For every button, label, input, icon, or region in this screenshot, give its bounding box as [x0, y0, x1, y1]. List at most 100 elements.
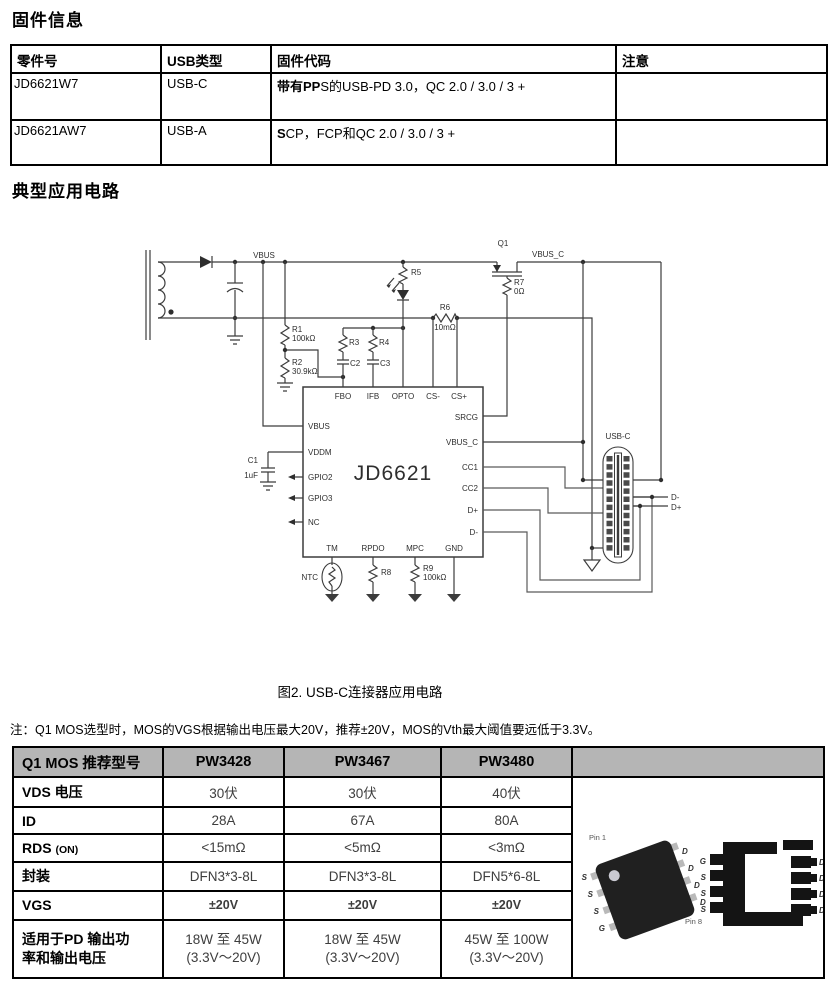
id-value: 67A: [283, 806, 442, 835]
q1-mosfet: Q1 R7 0Ω: [483, 239, 525, 417]
application-circuit-schematic: VBUS VBUS_C R6 10mΩ R1 100kΩ R2 30.9kΩ: [145, 239, 682, 602]
fp-pin-label: D: [819, 906, 824, 915]
pkg-pin-label: D: [694, 881, 700, 890]
note-cell: [615, 72, 828, 121]
r7-value: 0Ω: [514, 287, 524, 296]
mos-table-header-row: Q1 MOS 推荐型号 PW3428 PW3467 PW3480: [12, 746, 825, 778]
package-value: DFN3*3-8L: [162, 860, 285, 892]
pin-cs-minus: CS-: [426, 392, 440, 401]
pin-gpio2: GPIO2: [308, 473, 333, 482]
fp-pin-label: D: [819, 858, 824, 867]
firmware-code: 带有PPS的USB-PD 3.0，QC 2.0 / 3.0 / 3 +: [270, 72, 617, 121]
opto-led-icon: [397, 290, 409, 300]
rds-label-main: RDS: [22, 839, 52, 856]
firmware-code-bold: 带有PP: [277, 79, 321, 94]
application-section-title: 典型应用电路: [12, 182, 120, 201]
input-capacitor: [226, 262, 244, 345]
firmware-code-rest: S的USB-PD 3.0，QC 2.0 / 3.0 / 3 +: [320, 79, 526, 94]
rds-label-suffix: (ON): [55, 843, 79, 856]
fp-pin-label: S: [701, 873, 707, 882]
row-label-vds: VDS 电压: [12, 775, 164, 809]
package-value: DFN3*3-8L: [283, 860, 442, 892]
col-header-package-image: [571, 746, 825, 778]
fp-pin-label: S: [701, 889, 707, 898]
col-header-pw3480: PW3480: [440, 746, 573, 778]
usb-c-connector: USB-C: [602, 432, 634, 564]
ntc-label: NTC: [302, 573, 319, 582]
r6-value: 10mΩ: [434, 323, 456, 332]
col-header-pw3428: PW3428: [162, 746, 285, 778]
table-row: VDS 电压 30伏 30伏 40伏 Pin 1 S S S G D D: [12, 775, 825, 979]
pkg-pin-label: D: [700, 898, 706, 907]
r6-label: R6: [440, 303, 451, 312]
package-value: DFN5*6-8L: [440, 860, 573, 892]
row-label-pd-range: 适用于PD 输出功 率和输出电压: [12, 918, 164, 980]
table-row: 封装 DFN3*3-8L DFN3*3-8L DFN5*6-8L: [12, 860, 824, 892]
vbus-net-label: VBUS: [253, 251, 275, 260]
chip-left-wiring: C1 1uF: [244, 262, 303, 525]
mos-package-illustration: Pin 1 S S S G D D D D Pin 8: [582, 833, 824, 940]
fp-pin-label: D: [819, 890, 824, 899]
feedback-divider: R1 100kΩ R2 30.9kΩ: [277, 262, 346, 392]
part-number: JD6621W7: [10, 72, 162, 121]
pin-opto: OPTO: [392, 392, 415, 401]
pin-cc2: CC2: [462, 484, 479, 493]
r3-label: R3: [349, 338, 360, 347]
pd-range-value: 18W 至 45W (3.3V～20V): [283, 918, 442, 980]
col-header-note: 注意: [615, 44, 828, 74]
pin-dm: D-: [470, 528, 479, 537]
mos-package-image-cell: Pin 1 S S S G D D D D Pin 8: [571, 776, 825, 979]
id-value: 28A: [162, 806, 285, 835]
vds-value: 30伏: [283, 775, 442, 809]
pin-gpio3: GPIO3: [308, 494, 333, 503]
r7-label: R7: [514, 278, 525, 287]
compensation-network: R3 R4 C2 C3: [337, 325, 406, 387]
table-row: RDS (ON) <15mΩ <5mΩ <3mΩ: [12, 832, 824, 863]
fp-pin-label: D: [819, 874, 824, 883]
pin-dp: D+: [468, 506, 479, 515]
fp-pin-label: G: [700, 857, 706, 866]
usb-c-label: USB-C: [606, 432, 631, 441]
table-row: ID 28A 67A 80A: [12, 806, 824, 835]
dp-out-label: D+: [671, 503, 682, 512]
part-number: JD6621AW7: [10, 119, 162, 166]
pin-vbus-c: VBUS_C: [446, 438, 478, 447]
transformer-symbol: [145, 250, 174, 340]
pkg-pin-label: S: [588, 890, 594, 899]
col-header-mos-model: Q1 MOS 推荐型号: [12, 746, 164, 778]
pin-gnd: GND: [445, 544, 463, 553]
col-header-part: 零件号: [10, 44, 162, 74]
opto-branch: R5: [386, 262, 422, 387]
row-label-rds: RDS (ON): [12, 832, 164, 863]
vgs-value: ±20V: [283, 889, 442, 921]
pin-cs-plus: CS+: [451, 392, 467, 401]
row-label-vgs: VGS: [12, 889, 164, 921]
pin8-marker-label: Pin 8: [685, 917, 702, 926]
q1-label: Q1: [498, 239, 509, 248]
connector-wiring: D- D+: [483, 262, 682, 593]
vds-value: 40伏: [440, 775, 573, 809]
dm-out-label: D-: [671, 493, 680, 502]
col-header-usb-type: USB类型: [160, 44, 272, 74]
r9-value: 100kΩ: [423, 573, 446, 582]
table-row: JD6621W7 USB-C 带有PPS的USB-PD 3.0，QC 2.0 /…: [10, 72, 828, 121]
usb-type: USB-A: [160, 119, 272, 166]
c1-value: 1uF: [244, 471, 258, 480]
cs-sense-wires: [432, 318, 458, 387]
row-label-id: ID: [12, 806, 164, 835]
fp-pin-label: S: [701, 905, 707, 914]
r4-label: R4: [379, 338, 390, 347]
pkg-pin-label: G: [599, 924, 605, 933]
vbus-rail: VBUS VBUS_C: [158, 250, 661, 268]
vbus-c-net-label: VBUS_C: [532, 250, 564, 259]
pkg-pin-label: D: [682, 847, 688, 856]
diode-icon: [200, 256, 212, 268]
firmware-table-header-row: 零件号 USB类型 固件代码 注意: [10, 44, 828, 74]
table-row: VGS ±20V ±20V ±20V: [12, 889, 824, 921]
pin-rpdo: RPDO: [361, 544, 384, 553]
r2-label: R2: [292, 358, 303, 367]
c2-label: C2: [350, 359, 361, 368]
col-header-firmware-code: 固件代码: [270, 44, 617, 74]
pin-vbus: VBUS: [308, 422, 330, 431]
